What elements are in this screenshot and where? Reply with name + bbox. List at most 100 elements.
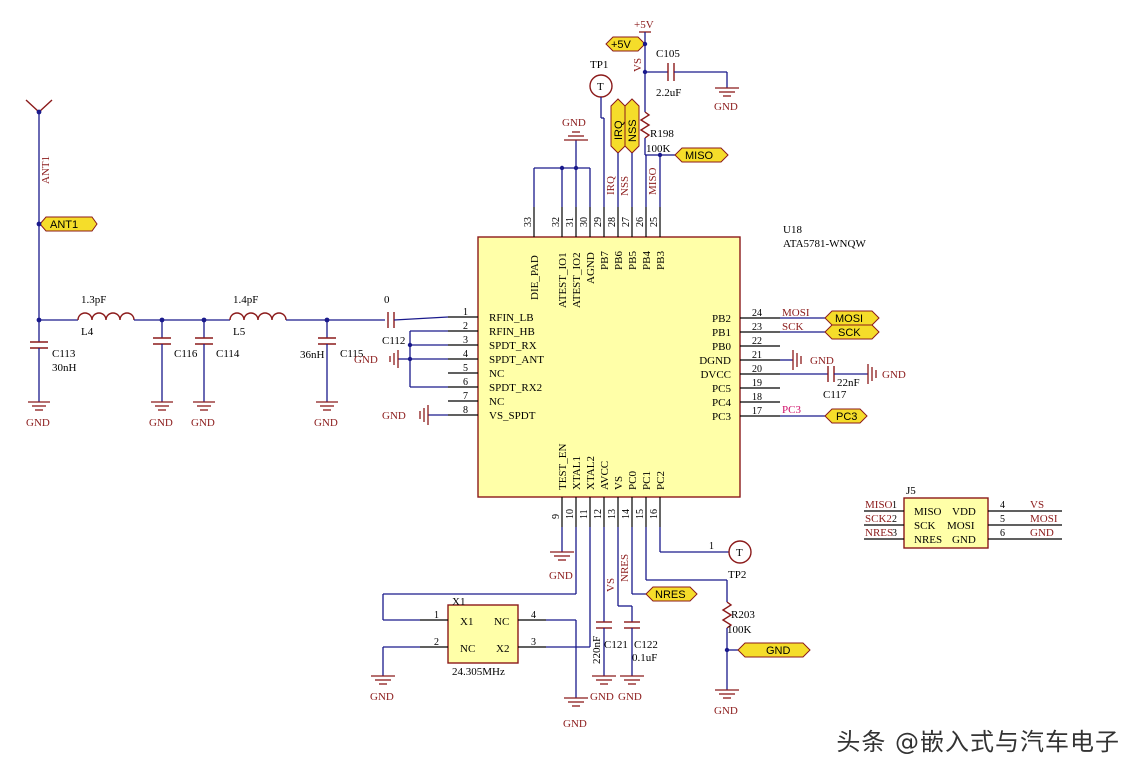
svg-text:GND: GND <box>382 410 406 422</box>
svg-text:T: T <box>597 81 604 93</box>
svg-text:GND: GND <box>810 355 834 367</box>
svg-text:22nF: 22nF <box>837 377 860 389</box>
svg-text:IRQ: IRQ <box>605 176 617 195</box>
ic-bottom-pins: 9 10 11 12 13 14 15 16 TEST_EN XTAL1 XTA… <box>551 444 667 527</box>
svg-text:2: 2 <box>892 514 897 525</box>
ic-right-pins: 24 23 22 21 20 19 18 17 PB2 PB1 PB0 DGND… <box>699 308 780 423</box>
svg-text:32: 32 <box>551 217 562 227</box>
svg-text:4: 4 <box>531 610 536 621</box>
svg-text:11: 11 <box>579 509 590 519</box>
ic-left-pins: 1 2 3 4 5 6 7 8 RFIN_LB RFIN_HB SPDT_RX … <box>448 307 544 422</box>
svg-text:7: 7 <box>463 391 468 402</box>
svg-text:GND: GND <box>314 417 338 429</box>
port-miso-top: MISO <box>674 147 729 163</box>
svg-text:0.1uF: 0.1uF <box>632 652 657 664</box>
svg-text:TP1: TP1 <box>590 59 608 71</box>
capacitor-c121: VS C121 C122 0.1uF <box>604 527 658 676</box>
svg-text:+5V: +5V <box>634 19 654 31</box>
pin-pc5: PC5 <box>712 383 731 395</box>
svg-text:20: 20 <box>752 364 762 375</box>
gnd-symbol-c116: GND <box>149 401 173 429</box>
svg-text:ANT1: ANT1 <box>40 156 52 184</box>
capacitor-c116: C116 <box>153 317 198 402</box>
svg-text:R198: R198 <box>650 128 674 140</box>
svg-text:28: 28 <box>607 217 618 227</box>
pin-pb3: PB3 <box>655 251 667 270</box>
svg-text:100K: 100K <box>727 624 752 636</box>
svg-text:IRQ: IRQ <box>613 120 625 140</box>
svg-text:15: 15 <box>635 509 646 519</box>
svg-text:NRES: NRES <box>914 534 942 546</box>
svg-text:GND: GND <box>149 417 173 429</box>
svg-text:1: 1 <box>892 500 897 511</box>
svg-text:L5: L5 <box>233 326 246 338</box>
pin-pb2: PB2 <box>712 313 731 325</box>
svg-text:GND: GND <box>549 570 573 582</box>
pin-vs-spdt: VS_SPDT <box>489 410 536 422</box>
svg-text:GND: GND <box>766 645 791 657</box>
antenna-ant1: ANT1 <box>25 99 53 320</box>
svg-text:VDD: VDD <box>952 506 976 518</box>
inductor-l5 <box>229 312 287 321</box>
svg-text:NRES: NRES <box>865 527 893 539</box>
pin-spdt-rx: SPDT_RX <box>489 340 537 352</box>
pin-pb5: PB5 <box>627 251 639 270</box>
svg-text:X1: X1 <box>460 616 473 628</box>
svg-text:14: 14 <box>621 509 632 519</box>
svg-text:J5: J5 <box>906 485 916 497</box>
capacitor-c117: GND 22nF C117 <box>780 364 906 401</box>
pin-die-pad: DIE_PAD <box>529 255 541 300</box>
svg-text:NRES: NRES <box>619 554 631 582</box>
svg-text:27: 27 <box>621 217 632 227</box>
svg-text:C113: C113 <box>52 348 76 360</box>
pin-pb7: PB7 <box>599 251 611 270</box>
svg-text:33: 33 <box>523 217 534 227</box>
svg-text:MOSI: MOSI <box>947 520 975 532</box>
svg-text:23: 23 <box>752 322 762 333</box>
svg-text:GND: GND <box>26 417 50 429</box>
svg-text:NSS: NSS <box>619 176 631 196</box>
svg-text:13: 13 <box>607 509 618 519</box>
svg-text:1.3pF: 1.3pF <box>81 294 106 306</box>
pin-rfin-hb: RFIN_HB <box>489 326 535 338</box>
svg-text:24.305MHz: 24.305MHz <box>452 666 505 678</box>
svg-text:1.4pF: 1.4pF <box>233 294 258 306</box>
pin-atest-io1: ATEST_IO1 <box>557 252 569 308</box>
pin-nc-5: NC <box>489 368 504 380</box>
pin-pc4: PC4 <box>712 397 731 409</box>
test-point-tp1: T TP1 <box>589 59 613 207</box>
capacitor-c105: GND C105 2.2uF <box>645 48 739 113</box>
spdt-wiring: GND GND <box>354 330 448 425</box>
svg-text:3: 3 <box>531 637 536 648</box>
resistor-r198: R198 100K MISO <box>639 111 675 207</box>
svg-text:3: 3 <box>892 528 897 539</box>
resistor-r203: R203 100K GND GND <box>645 527 811 717</box>
svg-text:C105: C105 <box>656 48 680 60</box>
ic-ref: U18 <box>783 224 802 236</box>
pin-avcc: AVCC <box>599 461 611 490</box>
svg-text:3: 3 <box>463 335 468 346</box>
svg-text:C121: C121 <box>604 639 628 651</box>
svg-text:2: 2 <box>434 637 439 648</box>
port-ant1: ANT1 <box>36 216 98 232</box>
port-irq: IRQ IRQ <box>605 98 626 207</box>
svg-text:GND: GND <box>563 718 587 730</box>
svg-text:C115: C115 <box>340 348 364 360</box>
pin-pc0: PC0 <box>627 471 639 490</box>
svg-text:16: 16 <box>649 509 660 519</box>
svg-text:X1: X1 <box>452 596 465 608</box>
svg-text:24: 24 <box>752 308 762 319</box>
pin-xtal2: XTAL2 <box>585 456 597 490</box>
svg-text:GND: GND <box>1030 527 1054 539</box>
svg-text:10: 10 <box>565 509 576 519</box>
pin-pc1: PC1 <box>641 471 653 490</box>
pin-pb6: PB6 <box>613 251 625 270</box>
svg-text:NRES: NRES <box>655 589 686 601</box>
svg-text:MISO: MISO <box>914 506 942 518</box>
net-sck-right: SCK SCK <box>780 321 880 340</box>
svg-text:PC3: PC3 <box>782 404 801 416</box>
ic-top-pins: 33 32 31 30 29 28 27 26 25 DIE_PAD ATEST… <box>523 207 667 308</box>
dgnd-gnd: GND <box>780 350 834 370</box>
crystal-x1: X1 X1 NC NC X2 24.305MHz 1 2 3 4 GND GND <box>370 527 591 730</box>
gnd-avcc: GND GND <box>590 675 644 703</box>
